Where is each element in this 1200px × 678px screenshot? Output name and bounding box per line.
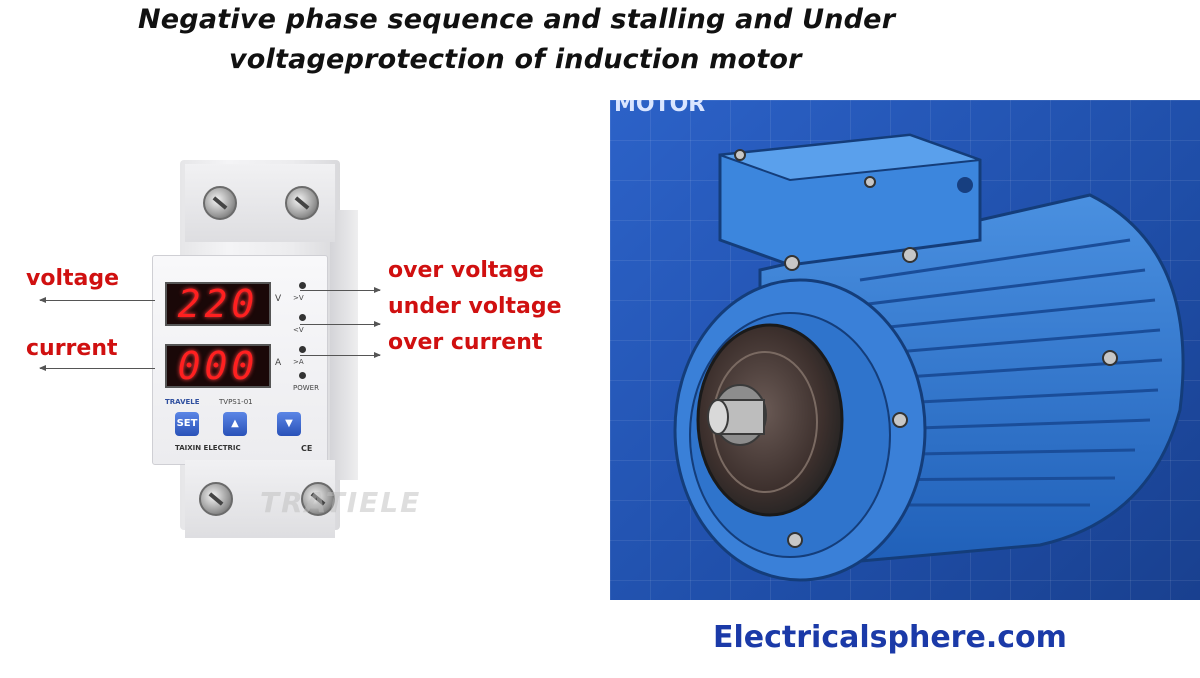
device-watermark: TRATIELE xyxy=(260,486,422,519)
motor-tag: MOTOR xyxy=(614,100,706,117)
site-brand: Electricalsphere.com xyxy=(713,620,1067,655)
screw-icon xyxy=(199,482,233,516)
bottom-terminal-block xyxy=(185,460,335,538)
led-label: >A xyxy=(293,358,304,366)
up-arrow-icon: ▲ xyxy=(223,412,247,436)
label-under-voltage: under voltage xyxy=(388,294,562,319)
arrow-over-current xyxy=(300,352,381,358)
under-voltage-led-icon xyxy=(299,314,306,321)
led-label: POWER xyxy=(293,384,319,392)
led-label: >V xyxy=(293,294,304,302)
device-maker: TAIXIN ELECTRIC xyxy=(175,444,241,452)
over-voltage-led-icon xyxy=(299,282,306,289)
over-current-led-icon xyxy=(299,346,306,353)
current-display: 000 xyxy=(165,344,271,388)
screw-icon xyxy=(285,186,319,220)
device-front-panel: 220 V 000 A >V <V >A POWER TRAVELE TVPS1… xyxy=(152,255,328,465)
screw-icon xyxy=(301,482,335,516)
voltage-unit: V xyxy=(275,294,282,304)
current-unit: A xyxy=(275,358,282,368)
arrow-current xyxy=(39,365,155,371)
motor-icon xyxy=(673,133,1185,582)
device-side xyxy=(330,210,358,480)
led-label: <V xyxy=(293,326,304,334)
label-over-voltage: over voltage xyxy=(388,258,544,283)
screw-icon xyxy=(203,186,237,220)
arrow-under-voltage xyxy=(300,321,381,327)
ce-mark: CE xyxy=(301,444,313,453)
label-current: current xyxy=(26,336,118,361)
power-led-icon xyxy=(299,372,306,379)
device-model: TVPS1-01 xyxy=(219,398,253,406)
voltage-protector-device: 220 V 000 A >V <V >A POWER TRAVELE TVPS1… xyxy=(0,150,600,540)
top-terminal-block xyxy=(185,164,335,242)
label-over-current: over current xyxy=(388,330,543,355)
set-button: SET xyxy=(175,412,199,436)
page-title-line-1: Negative phase sequence and stalling and… xyxy=(138,4,896,35)
induction-motor-image: MOTOR xyxy=(610,100,1200,600)
arrow-voltage xyxy=(39,297,155,303)
voltage-display: 220 xyxy=(165,282,271,326)
label-voltage: voltage xyxy=(26,266,120,291)
arrow-over-voltage xyxy=(300,287,381,293)
page-title-line-2: voltageprotection of induction motor xyxy=(229,44,802,75)
down-arrow-icon: ▼ xyxy=(277,412,301,436)
device-brand: TRAVELE xyxy=(165,398,200,406)
